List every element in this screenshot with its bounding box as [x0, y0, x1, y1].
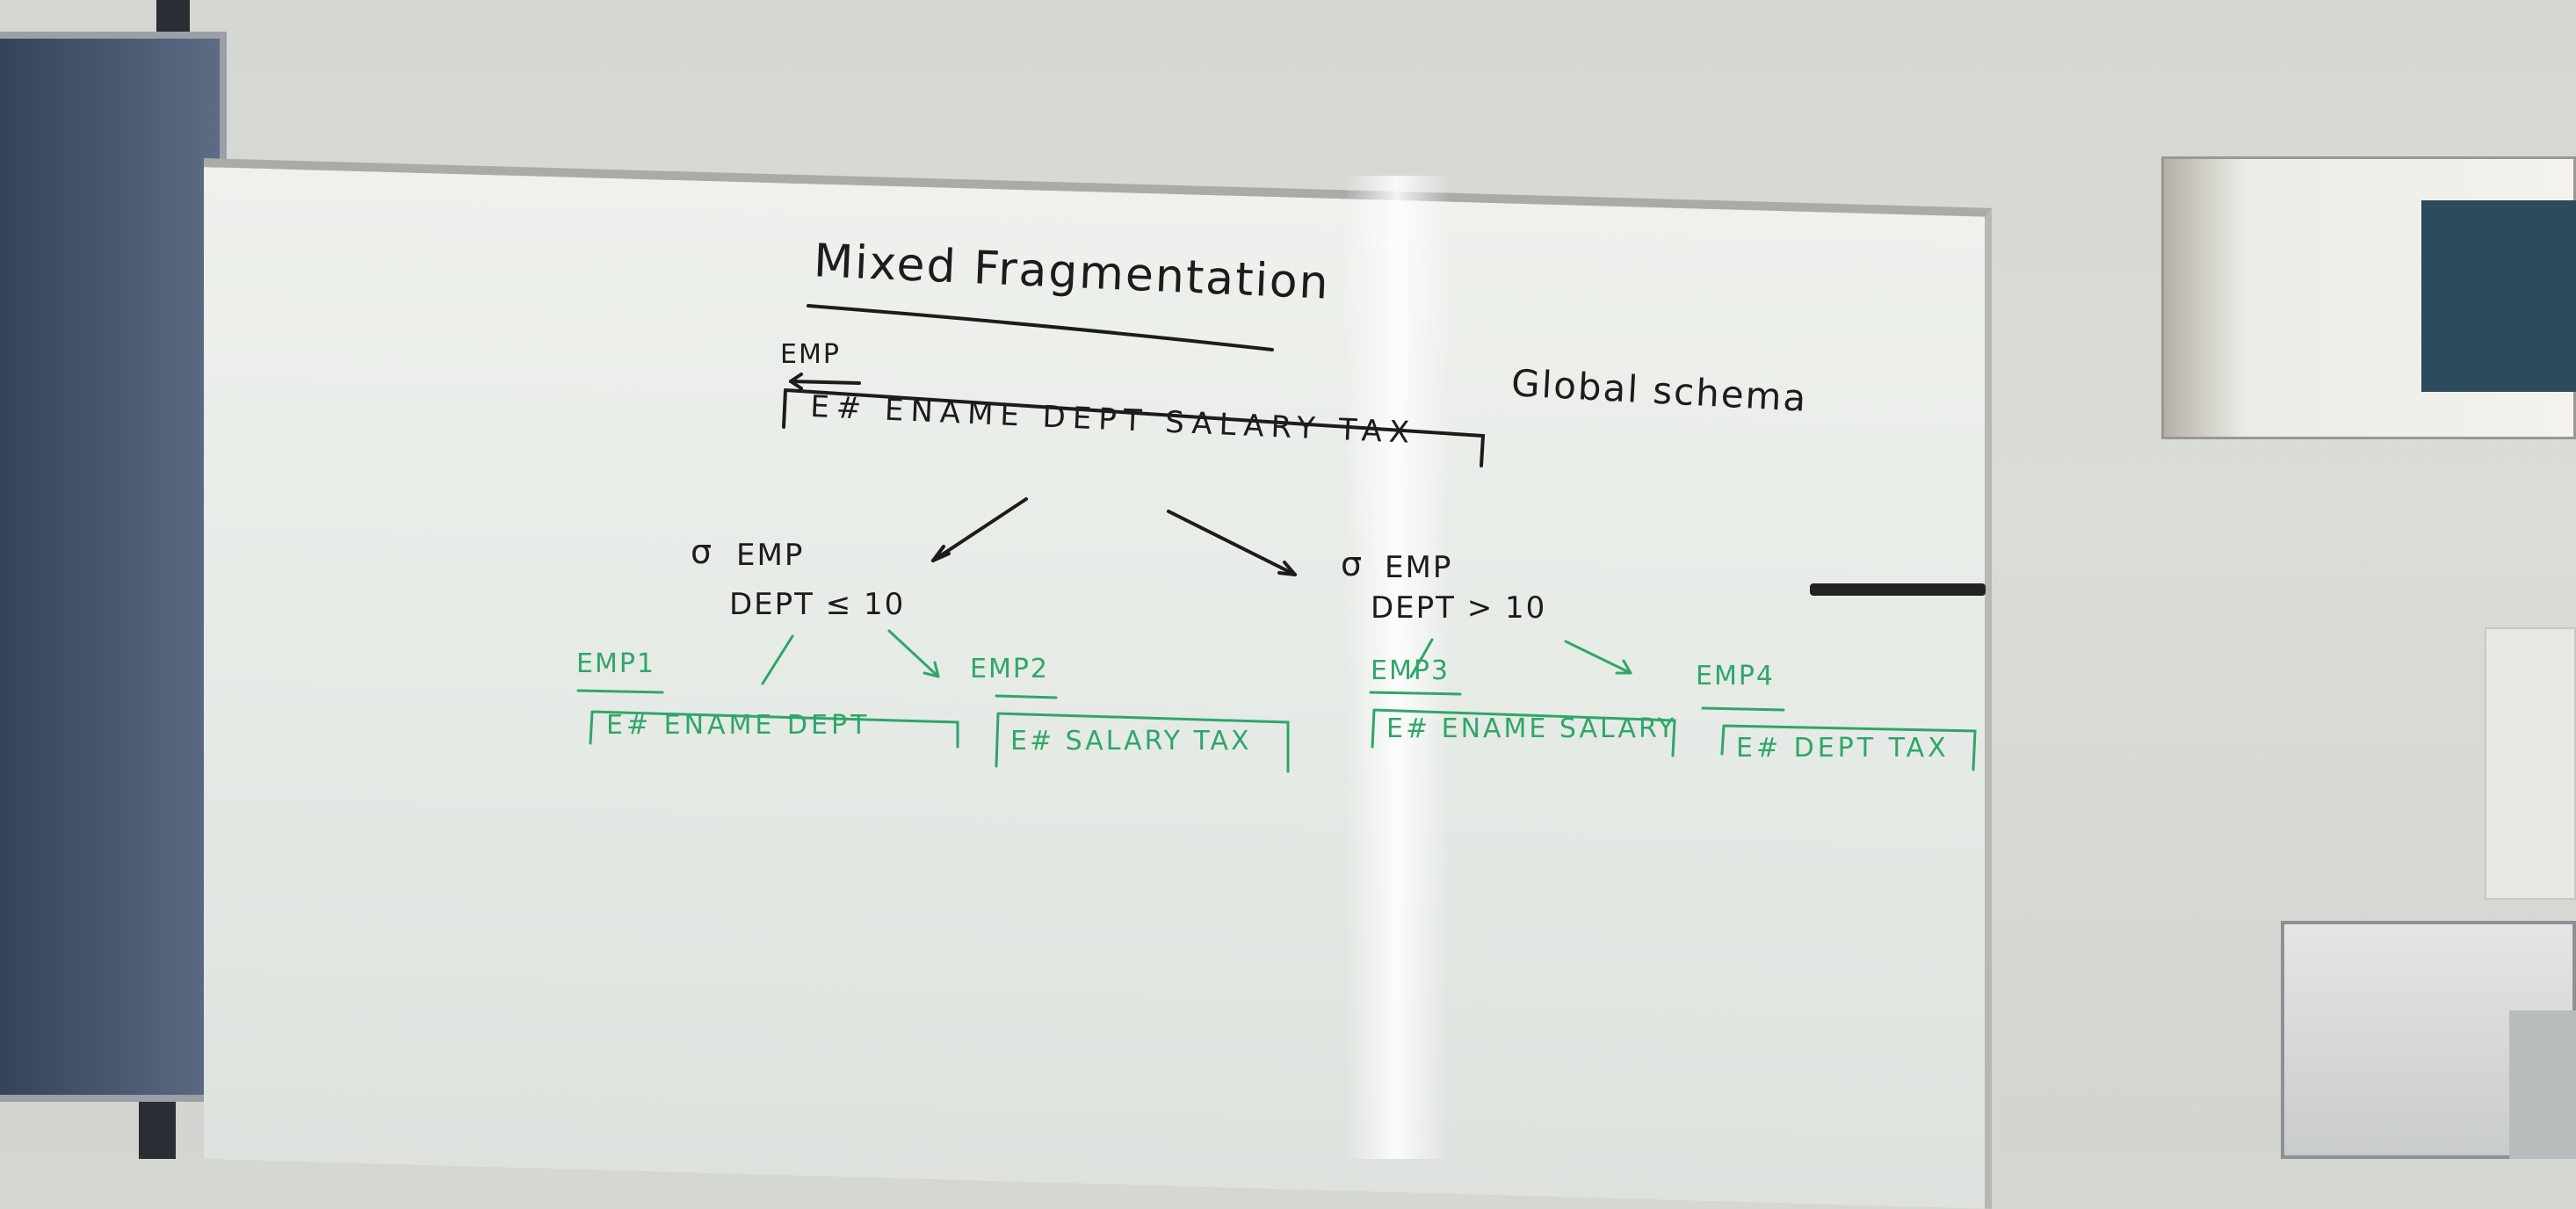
- emp4-underline: [1701, 706, 1785, 712]
- left-selection-relation: EMP: [736, 538, 805, 573]
- arrow-to-right-branch: [1167, 510, 1297, 576]
- emp1-bracket: [589, 710, 959, 749]
- right-selection-relation: EMP: [1385, 550, 1453, 585]
- emp4-bracket: [1720, 724, 1977, 771]
- emp2-underline: [995, 694, 1058, 699]
- left-selection-symbol: σ: [691, 532, 714, 571]
- emp1-name: EMP1: [576, 648, 656, 679]
- arrow-to-emp4: [1564, 640, 1632, 675]
- arrow-to-emp1: [761, 634, 794, 685]
- emp1-attributes: E# ENAME DEPT: [606, 710, 871, 741]
- emp4-attributes: E# DEPT TAX: [1736, 733, 1950, 764]
- global-bracket-top: [784, 388, 1486, 467]
- emp3-name: EMP3: [1371, 655, 1451, 686]
- right-selection-symbol: σ: [1341, 545, 1364, 583]
- title-underline: [807, 304, 1274, 351]
- whiteboard-strokes: [576, 304, 1977, 773]
- marker-tray: [1810, 583, 1986, 596]
- cabinet-display: [2421, 200, 2576, 392]
- emp2-bracket: [995, 712, 1290, 773]
- arrow-to-emp3: [1409, 638, 1434, 678]
- arrow-to-emp2: [887, 629, 940, 678]
- emp3-bracket: [1371, 708, 1676, 757]
- projector-screen: [0, 32, 227, 1102]
- monitor-stand: [2509, 1010, 2576, 1159]
- right-selection-predicate: DEPT > 10: [1371, 590, 1547, 626]
- emp3-underline: [1369, 691, 1462, 696]
- emp4-name: EMP4: [1696, 661, 1776, 691]
- screen-pole: [156, 0, 190, 32]
- screen-pole-base: [139, 1102, 176, 1159]
- left-selection-predicate: DEPT ≤ 10: [729, 587, 906, 622]
- wall-outlets: [2485, 627, 2576, 900]
- emp1-underline: [576, 689, 664, 694]
- emp2-name: EMP2: [970, 654, 1050, 684]
- light-glare: [1344, 176, 1450, 1159]
- arrow-to-left-branch: [931, 497, 1028, 562]
- global-bracket-left: [782, 388, 787, 429]
- emp2-attributes: E# SALARY TAX: [1010, 726, 1252, 757]
- emp3-attributes: E# ENAME SALARY: [1386, 713, 1677, 744]
- emp-underline-arrow: [789, 380, 861, 385]
- global-relation-name: EMP: [780, 339, 841, 370]
